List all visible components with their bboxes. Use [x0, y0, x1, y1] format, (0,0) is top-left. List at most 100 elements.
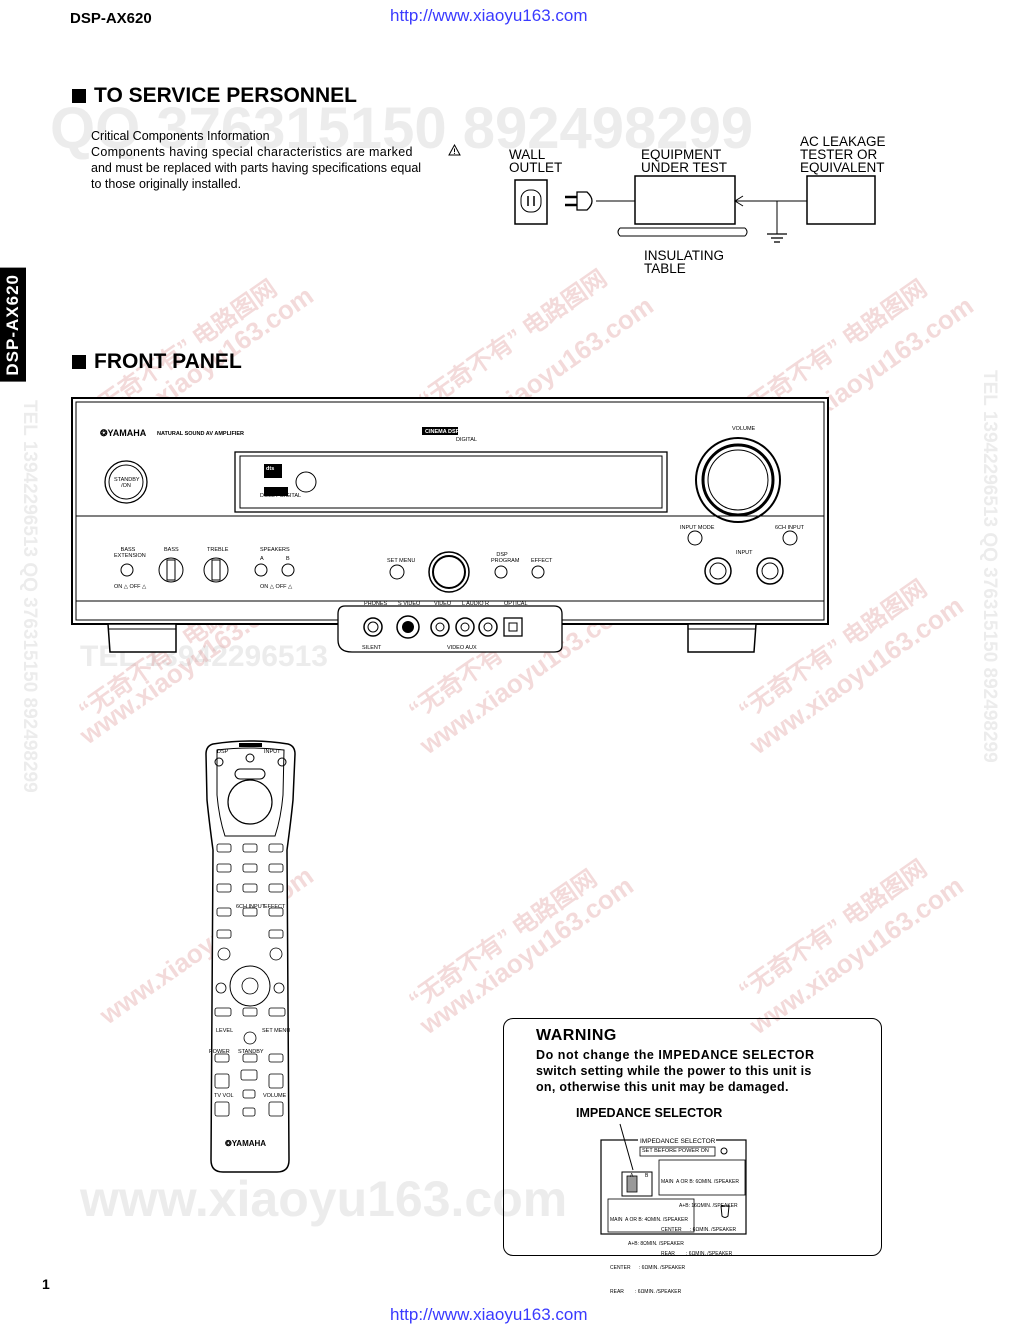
service-section-title: TO SERVICE PERSONNEL	[72, 84, 357, 108]
panel-outline	[71, 397, 829, 625]
remote-tv-vol-label: TV VOL	[214, 1093, 234, 1099]
remote-level-label: LEVEL	[216, 1028, 234, 1034]
warning-text: Do not change the IMPEDANCE SELECTOR swi…	[536, 1048, 815, 1094]
dts-logo	[264, 464, 282, 478]
effect-button	[494, 565, 508, 579]
cinema-dsp-text: CINEMA DSP	[425, 429, 460, 435]
wall-outlet-label: WALL OUTLET	[509, 147, 563, 175]
dolby-logo	[264, 487, 288, 496]
warning-title: WARNING	[536, 1027, 617, 1044]
selector-bottom-text: MAIN A OR B: 4ΩMIN. /SPEAKER A+B: 8ΩMIN.…	[610, 1217, 688, 1295]
input-left-knob	[704, 557, 732, 585]
display-window	[234, 451, 668, 513]
bottom-url: http://www.xiaoyu163.com	[390, 1305, 588, 1324]
six-ch-button	[782, 530, 798, 546]
cinema-digital-text: DIGITAL	[456, 437, 477, 443]
tester-box	[806, 175, 876, 225]
page-number: 1	[42, 1276, 50, 1292]
panel-subtitle: NATURAL SOUND AV AMPLIFIER	[157, 431, 244, 437]
front-panel-drawing	[71, 397, 829, 653]
impedance-selector-title: IMPEDANCE SELECTOR	[576, 1106, 723, 1120]
remote-keypad	[214, 843, 286, 1117]
top-url: http://www.xiaoyu163.com	[390, 6, 588, 25]
video-aux-label: VIDEO AUX	[447, 645, 477, 651]
crit-line-3: to those originally installed.	[91, 177, 242, 191]
warning-box	[503, 1018, 882, 1256]
crit-title: Critical Components Information	[91, 129, 270, 143]
selector-panel-title: IMPEDANCE SELECTOR	[640, 1138, 716, 1145]
remote-control-drawing	[205, 740, 296, 1173]
selector-bottom-block	[607, 1198, 695, 1233]
selector-top-block	[658, 1159, 746, 1196]
right-foot	[687, 623, 757, 653]
speakers-on-off: ON △ OFF △	[260, 584, 293, 590]
selector-top-text: MAIN A OR B: 6ΩMIN. /SPEAKER A+B: 16ΩMIN…	[661, 1179, 739, 1257]
cinema-dsp-logo	[422, 427, 458, 435]
remote-input-label: INPUT	[264, 749, 281, 755]
remote-effect-label: EFFECT	[264, 904, 286, 910]
dsp-program-label: DSP PROGRAM	[491, 552, 520, 564]
side-watermark-left: TEL 13942296513 QQ 376315150 892498299	[19, 400, 40, 793]
silent-label: SILENT	[362, 645, 382, 651]
phones-label: PHONES	[364, 601, 388, 607]
audio-r-jack	[478, 617, 498, 637]
model-header: DSP-AX620	[70, 10, 152, 27]
crit-line-1: Components having special characteristic…	[91, 144, 461, 160]
equipment-box	[634, 175, 736, 225]
panel-brand: ❂YAMAHA	[100, 428, 147, 438]
input-label: INPUT	[736, 550, 753, 556]
bass-ext-button	[120, 563, 134, 577]
remote-volume-label: VOLUME	[263, 1093, 287, 1099]
leakage-test-diagram	[514, 175, 876, 243]
optical-label: OPTICAL	[504, 601, 528, 607]
qq-watermark: QQ 376315150 892498299	[50, 96, 754, 161]
crit-line-2: and must be replaced with parts having s…	[91, 161, 422, 175]
standby-button-outer	[104, 460, 148, 504]
set-menu-label: SET MENU	[387, 558, 416, 564]
bass-knob	[158, 557, 184, 583]
dsp-program-knob	[428, 551, 470, 593]
input-mode-label: INPUT MODE	[680, 525, 715, 531]
impedance-selector-drawing	[600, 1123, 747, 1235]
bass-label: BASS	[164, 547, 179, 553]
phones-jack	[363, 617, 383, 637]
selector-panel-sub: SET BEFORE POWER ON	[642, 1148, 709, 1154]
input-mode-button	[687, 530, 703, 546]
remote-set-menu-label: SET MENU	[262, 1028, 291, 1034]
remote-power-label: POWER	[209, 1049, 230, 1055]
ir-sensor	[295, 471, 317, 493]
critical-components-info: Critical Components Information Componen…	[91, 128, 461, 192]
wall-outlet-shape	[514, 179, 548, 225]
audio-l-jack	[455, 617, 475, 637]
video-label: VIDEO	[434, 601, 452, 607]
remote-dsp-label: DSP	[217, 749, 229, 755]
remote-brand: ❂YAMAHA	[225, 1139, 267, 1148]
effect-label: EFFECT	[531, 558, 553, 564]
volume-knob	[695, 437, 781, 523]
left-foot	[107, 623, 177, 653]
warning-triangle-icon	[448, 144, 461, 156]
switch-label-a: A	[630, 1173, 634, 1179]
set-menu-button	[389, 564, 405, 580]
plug-shape	[576, 191, 593, 211]
ac-leakage-label: AC LEAKAGE TESTER OR EQUIVALENT	[800, 134, 886, 175]
svideo-jack	[396, 615, 420, 639]
equipment-label: EQUIPMENT UNDER TEST	[641, 147, 728, 175]
side-watermark-right: TEL 13942296513 QQ 376315150 892498299	[979, 370, 1000, 763]
speaker-a-label: A	[260, 556, 264, 562]
optical-jack	[503, 617, 523, 637]
switch-label-b: B	[645, 1173, 649, 1179]
site-watermark-bottom: www.xiaoyu163.com	[80, 1171, 568, 1227]
audio-label: L AUDIO R	[462, 601, 489, 607]
input-right-knob	[756, 557, 784, 585]
remote-standby-label: STANDBY	[238, 1049, 264, 1055]
standby-label: STANDBY /ON	[114, 477, 140, 489]
dolby-label: DOLBY DIGITAL	[260, 493, 302, 499]
treble-label: TREBLE	[207, 547, 229, 553]
remote-body	[205, 740, 296, 1173]
six-ch-label: 6CH INPUT	[775, 525, 805, 531]
svideo-label: S VIDEO	[398, 601, 421, 607]
insulating-table-label: INSULATING TABLE	[644, 248, 725, 276]
bass-ext-on-off: ON △ OFF △	[114, 584, 147, 590]
dts-label: dts	[266, 466, 275, 472]
